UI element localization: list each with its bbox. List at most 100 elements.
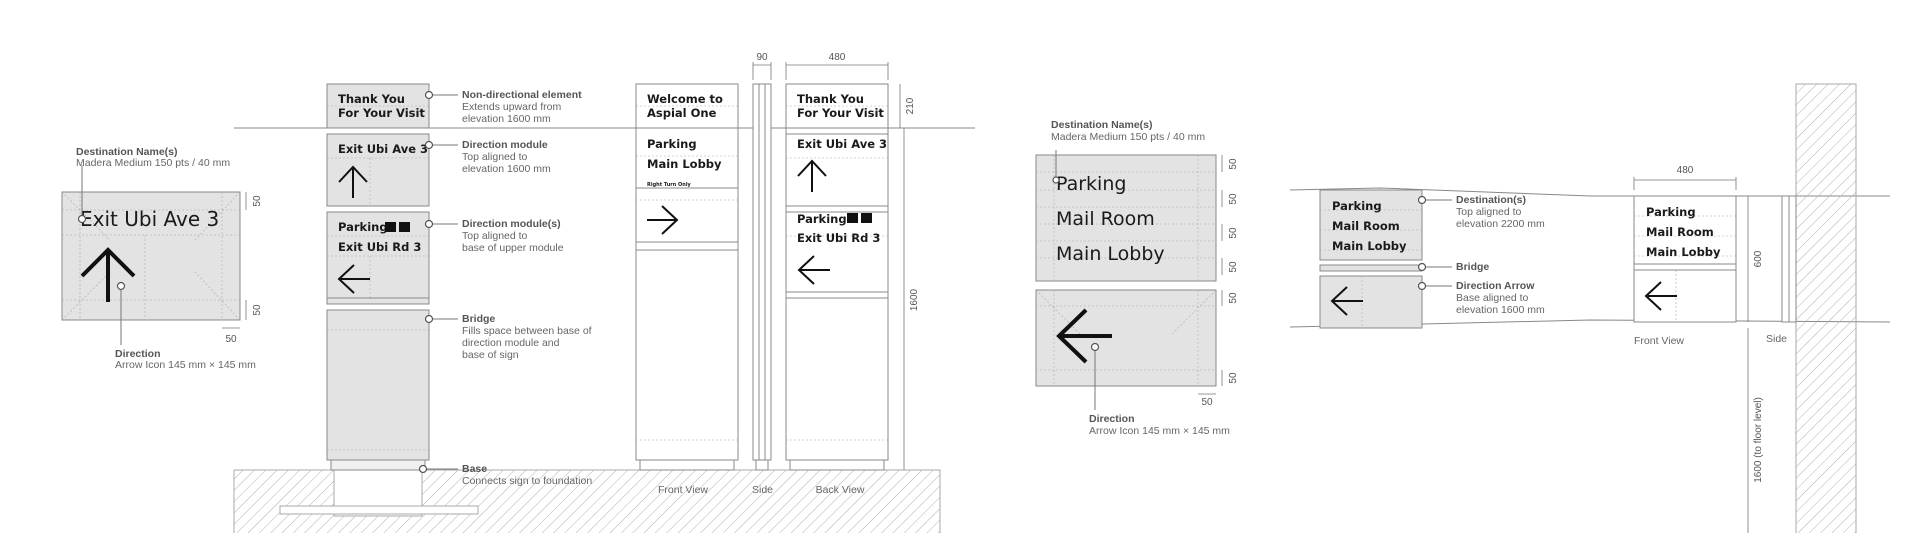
dim-side-width: 90 xyxy=(756,52,768,63)
svg-text:Destination(s): Destination(s) xyxy=(1456,194,1526,206)
svg-text:base of upper module: base of upper module xyxy=(462,242,564,254)
front-line-1: Welcome to xyxy=(647,92,723,106)
module-thank-you-1: Thank You xyxy=(338,92,405,106)
dim-b-width: 50 xyxy=(1201,397,1213,408)
module-direction xyxy=(326,133,430,207)
callout-b-direction-title: Direction xyxy=(1089,413,1135,425)
detail-b-parking-panel: Parking Mail Room Main Lobby Destination… xyxy=(1035,119,1239,437)
destination-line-3: Main Lobby xyxy=(1056,243,1165,265)
dim-b-3: 50 xyxy=(1228,227,1239,239)
pictogram-square-icon xyxy=(399,222,410,232)
module-parking-text: Parking xyxy=(338,220,388,234)
back-line-4: Parking xyxy=(797,212,847,226)
wall-mount-detail: Parking Mail Room Main Lobby Destination… xyxy=(1289,83,1891,533)
right-arrow-icon xyxy=(647,205,679,235)
left-arrow-icon xyxy=(797,255,830,285)
svg-text:Base aligned to: Base aligned to xyxy=(1456,292,1529,304)
svg-text:Fills space between base of: Fills space between base of xyxy=(462,325,592,337)
module-exit-text: Exit Ubi Ave 3 xyxy=(338,142,428,156)
dim-total-height: 1600 xyxy=(909,288,920,311)
callout-b-name-title: Destination Name(s) xyxy=(1051,119,1153,131)
note-bridge: Bridge Fills space between base of direc… xyxy=(424,313,592,361)
note-direction-module: Direction module Top aligned to elevatio… xyxy=(424,139,551,175)
front-line-2: Aspial One xyxy=(647,106,717,120)
svg-text:elevation 1600 mm: elevation 1600 mm xyxy=(1456,304,1545,316)
callout-name-body: Madera Medium 150 pts / 40 mm xyxy=(76,157,230,169)
wall-front-line-1: Parking xyxy=(1646,205,1696,219)
wall-bridge xyxy=(1319,264,1423,272)
exit-panel-guides xyxy=(61,191,241,321)
note-wall-bridge: Bridge xyxy=(1417,261,1489,273)
dim-b-4: 50 xyxy=(1228,261,1239,273)
back-line-5: Exit Ubi Rd 3 xyxy=(797,231,880,245)
back-line-3: Exit Ubi Ave 3 xyxy=(797,137,887,151)
callout-direction-title: Direction xyxy=(115,348,161,360)
dim-b-6: 50 xyxy=(1228,372,1239,384)
wall-front-line-2: Mail Room xyxy=(1646,225,1714,239)
dim-wall-height: 600 xyxy=(1753,250,1764,267)
module-bridge xyxy=(326,309,430,461)
back-line-1: Thank You xyxy=(797,92,864,106)
back-line-2: For Your Visit xyxy=(797,106,884,120)
dim-back-width: 480 xyxy=(829,52,846,63)
svg-text:elevation 1600 mm: elevation 1600 mm xyxy=(462,163,551,175)
svg-text:Non-directional element: Non-directional element xyxy=(462,89,582,101)
front-line-5: Right Turn Only xyxy=(647,182,692,188)
note-wall-direction-arrow: Direction Arrow Base aligned to elevatio… xyxy=(1417,280,1545,316)
module-direction-lower xyxy=(326,211,430,305)
svg-text:direction module and: direction module and xyxy=(462,337,560,349)
note-wall-destinations: Destination(s) Top aligned to elevation … xyxy=(1417,194,1545,230)
dim-a-top: 50 xyxy=(252,195,263,207)
svg-text:Top aligned to: Top aligned to xyxy=(1456,206,1522,218)
dim-b-1: 50 xyxy=(1228,158,1239,170)
dim-wall-width: 480 xyxy=(1677,165,1694,176)
ground-foundation xyxy=(233,469,941,533)
front-line-3: Parking xyxy=(647,137,697,151)
label-wall-front-view: Front View xyxy=(1634,335,1684,347)
up-arrow-icon xyxy=(80,247,136,302)
label-side-view: Side xyxy=(752,484,773,496)
elevation-views: Welcome to Aspial One Parking Main Lobby… xyxy=(635,52,920,496)
destination-line-2: Mail Room xyxy=(1056,208,1155,230)
wall-line-1: Parking xyxy=(1332,199,1382,213)
left-arrow-icon xyxy=(1644,281,1677,311)
destination-panel xyxy=(1035,154,1217,282)
svg-text:Extends upward from: Extends upward from xyxy=(462,101,561,113)
note-base: Base Connects sign to foundation xyxy=(418,463,592,487)
dim-b-2: 50 xyxy=(1228,193,1239,205)
dim-a-bottom: 50 xyxy=(252,304,263,316)
dim-top-height: 210 xyxy=(905,97,916,114)
pictogram-square-icon xyxy=(847,213,858,223)
detail-a-exit-panel: Exit Ubi Ave 3 Destination Name(s) Mader… xyxy=(61,146,263,371)
wall-section xyxy=(1795,83,1857,533)
callout-direction-body: Arrow Icon 145 mm × 145 mm xyxy=(115,359,256,371)
module-exit2-text: Exit Ubi Rd 3 xyxy=(338,240,421,254)
exit-panel-text: Exit Ubi Ave 3 xyxy=(80,207,219,231)
module-base xyxy=(330,459,426,471)
svg-text:Direction module(s): Direction module(s) xyxy=(462,218,561,230)
module-thank-you-2: For Your Visit xyxy=(338,106,425,120)
svg-text:Direction Arrow: Direction Arrow xyxy=(1456,280,1535,292)
left-arrow-icon xyxy=(337,264,370,294)
label-back-view: Back View xyxy=(816,484,865,496)
wall-line-3: Main Lobby xyxy=(1332,239,1407,253)
side-view-sign xyxy=(752,83,772,461)
back-view-sign xyxy=(785,83,889,461)
up-arrow-icon xyxy=(338,165,368,198)
note-non-directional: Non-directional element Extends upward f… xyxy=(424,89,582,125)
front-line-4: Main Lobby xyxy=(647,157,722,171)
front-view-sign xyxy=(635,83,739,461)
exit-panel xyxy=(61,191,241,321)
note-direction-modules: Direction module(s) Top aligned to base … xyxy=(424,218,564,254)
wall-front-line-3: Main Lobby xyxy=(1646,245,1721,259)
dim-wall-floor: 1600 (to floor level) xyxy=(1753,397,1764,483)
callout-b-direction-body: Arrow Icon 145 mm × 145 mm xyxy=(1089,425,1230,437)
label-front-view: Front View xyxy=(658,484,708,496)
exploded-modules: Thank You For Your Visit Exit Ubi Ave 3 … xyxy=(326,83,592,487)
wall-destination-module xyxy=(1319,189,1423,261)
svg-text:base of sign: base of sign xyxy=(462,349,519,361)
dim-b-5: 50 xyxy=(1228,292,1239,304)
label-wall-side: Side xyxy=(1766,333,1787,345)
left-arrow-icon xyxy=(1330,286,1363,316)
